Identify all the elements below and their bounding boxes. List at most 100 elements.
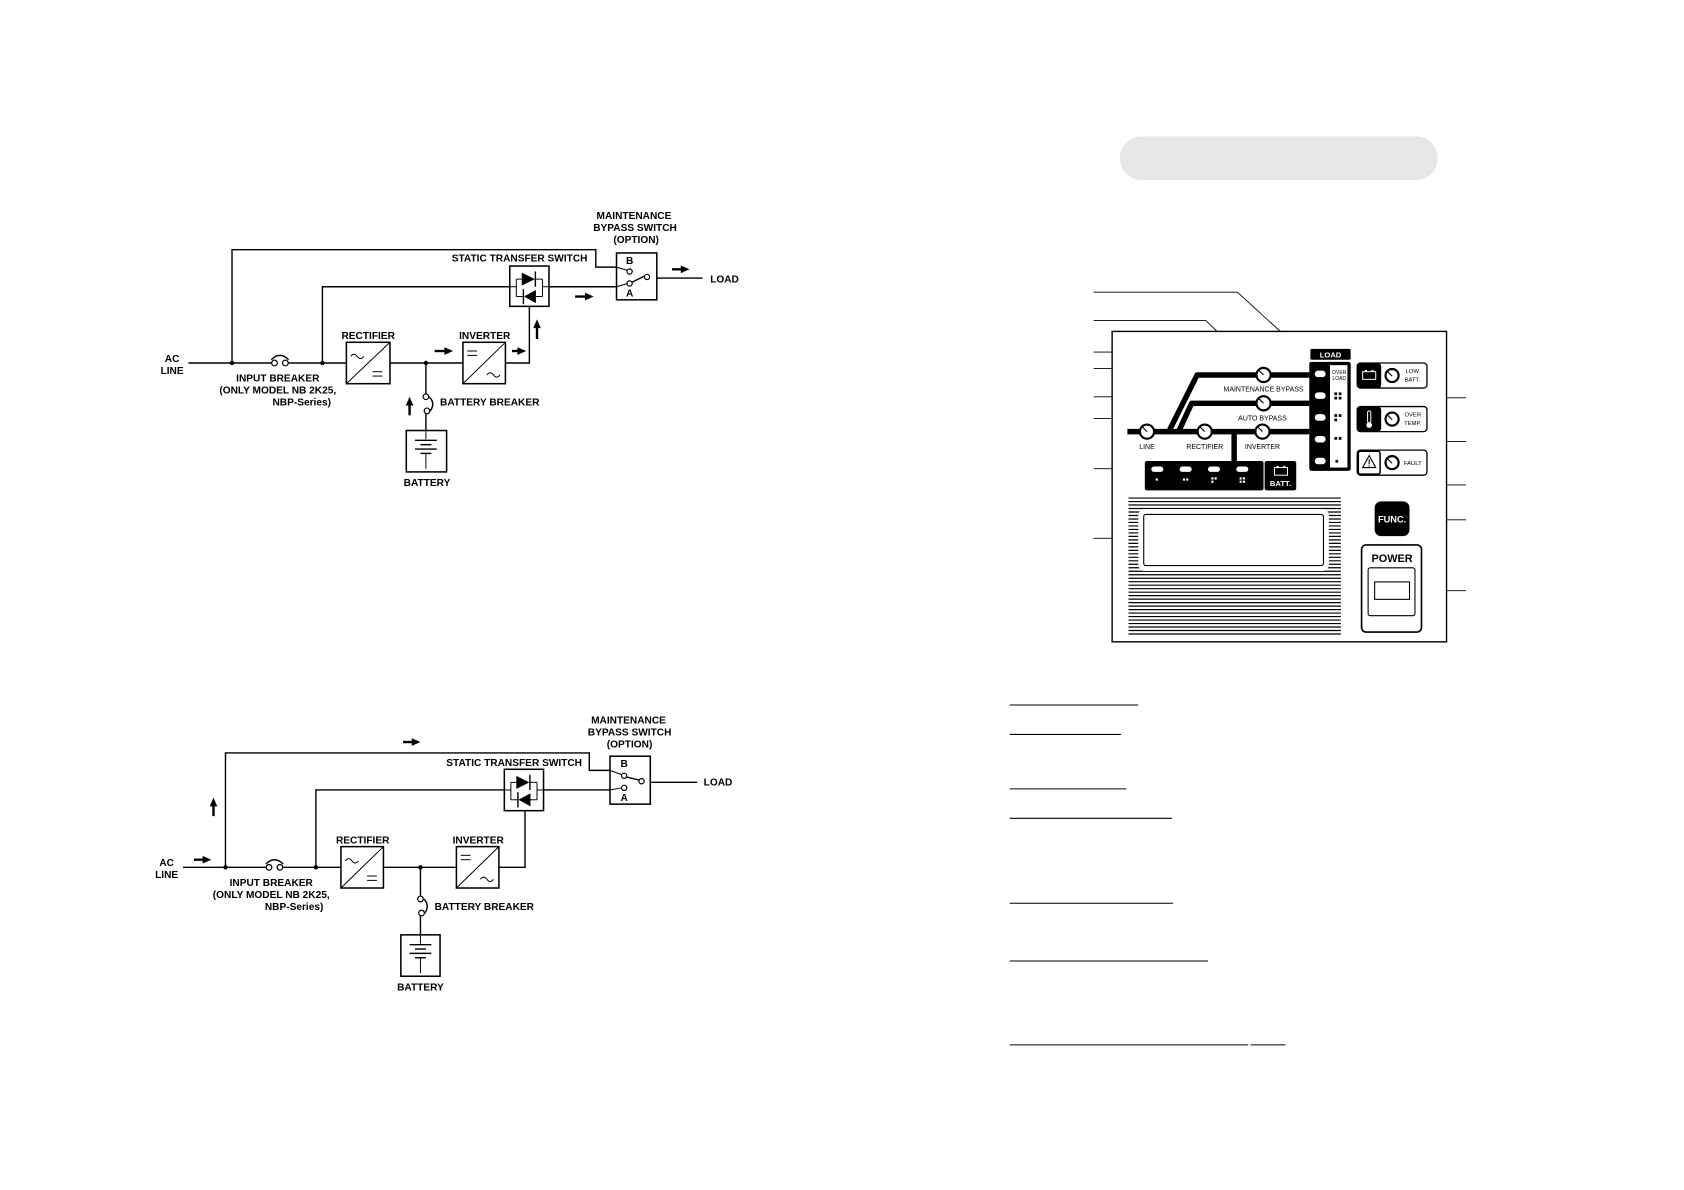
static-switch-input-line xyxy=(315,789,505,868)
ac-line-label: LINE xyxy=(155,870,178,881)
battery-icon xyxy=(1362,370,1377,380)
batt-indicator: BATT. xyxy=(1264,461,1297,491)
battery-breaker-symbol xyxy=(422,393,434,415)
junction-dot xyxy=(418,865,423,870)
flow-arrow xyxy=(575,292,594,301)
flow-arrow xyxy=(403,738,421,746)
inverter-output-line xyxy=(498,810,526,869)
flow-arrow xyxy=(434,347,454,355)
rectifier-label: RECTIFIER xyxy=(336,835,390,846)
junction-dot xyxy=(423,360,429,366)
level-dots xyxy=(1334,392,1342,463)
flow-arrow xyxy=(533,319,541,340)
static-transfer-switch-box xyxy=(503,768,545,812)
line-led xyxy=(1138,423,1156,440)
static-switch-input-line xyxy=(321,286,510,363)
battery-box xyxy=(400,934,441,978)
low-batt-indicator: LOW BATT. xyxy=(1356,362,1428,389)
battery-level-led xyxy=(1179,466,1192,472)
power-switch: POWER xyxy=(1360,544,1423,633)
maintenance-bypass-switch-label: BYPASS SWITCH xyxy=(588,728,672,739)
input-breaker-label: INPUT BREAKER xyxy=(236,374,320,385)
underline-rules xyxy=(1009,704,1286,1046)
ac-line-label: LINE xyxy=(161,366,184,377)
auto-bypass-led xyxy=(1255,395,1272,412)
flow-arrow xyxy=(193,855,212,864)
inverter-box xyxy=(455,845,500,889)
low-batt-label: LOW xyxy=(1406,369,1420,375)
input-breaker-symbol xyxy=(270,354,290,367)
battery-breaker-label: BATTERY BREAKER xyxy=(440,397,540,408)
maintenance-bypass-switch-label: MAINTENANCE xyxy=(591,716,666,727)
junction-dot xyxy=(229,360,235,366)
power-label: POWER xyxy=(1372,553,1413,565)
rectifier-label: RECTIFIER xyxy=(341,331,395,342)
load-level-led xyxy=(1314,392,1326,399)
fault-label: FAULT xyxy=(1404,461,1422,467)
battery-level-led xyxy=(1207,466,1220,472)
ups-front-panel: MAINTENANCE BYPASS AUTO BYPASS LINE RECT… xyxy=(1111,330,1448,643)
load-level-led xyxy=(1314,435,1326,443)
fault-led xyxy=(1384,455,1400,471)
junction-dot xyxy=(320,360,325,366)
battery-box xyxy=(405,429,448,473)
flow-arrow xyxy=(511,347,527,355)
low-batt-led xyxy=(1384,367,1400,384)
rectifier-box xyxy=(345,341,391,385)
bypass-line xyxy=(231,248,617,363)
rectifier-led xyxy=(1196,423,1213,440)
load-level-led xyxy=(1314,370,1326,378)
low-batt-label: BATT. xyxy=(1404,378,1420,384)
switch-a-label: A xyxy=(620,793,628,804)
maintenance-bypass-label: MAINTENANCE BYPASS xyxy=(1224,386,1304,393)
static-transfer-switch-label: STATIC TRANSFER SWITCH xyxy=(452,254,588,265)
flow-arrow xyxy=(672,265,690,274)
inverter-box xyxy=(462,341,507,385)
over-load-label: LOAD xyxy=(1332,376,1346,382)
load-level-led xyxy=(1314,457,1326,465)
battery-label: BATTERY xyxy=(404,478,451,489)
over-temp-led xyxy=(1384,411,1400,427)
thermometer-icon xyxy=(1366,410,1373,428)
lcd-display xyxy=(1143,513,1324,567)
battery-level-bar xyxy=(1144,461,1264,491)
ac-line-label: AC xyxy=(159,858,174,869)
over-load-label: OVER xyxy=(1332,370,1347,376)
input-breaker-symbol xyxy=(265,858,284,871)
switch-b-label: B xyxy=(620,759,627,770)
warning-icon xyxy=(1361,454,1377,469)
level-dots xyxy=(1155,477,1246,483)
section-title-bar xyxy=(1119,136,1438,180)
inverter-label: INVERTER xyxy=(453,835,505,846)
inverter-led xyxy=(1254,423,1271,440)
ac-line-label: AC xyxy=(165,354,180,365)
battery-breaker-label: BATTERY BREAKER xyxy=(435,902,535,913)
static-transfer-switch-label: STATIC TRANSFER SWITCH xyxy=(446,758,582,769)
load-level-column: LOAD OVER LOAD xyxy=(1309,348,1351,471)
over-temp-label: OVER xyxy=(1404,412,1421,418)
load-level-led xyxy=(1314,414,1326,421)
input-breaker-label: NBP-Series) xyxy=(272,397,331,408)
func-label: FUNC. xyxy=(1378,515,1406,525)
battery-label: BATTERY xyxy=(397,982,444,993)
junction-dot xyxy=(223,865,228,870)
over-temp-indicator: OVER TEMP. xyxy=(1356,405,1428,433)
maintenance-bypass-switch-label: (OPTION) xyxy=(607,739,653,750)
inverter-output-line xyxy=(505,306,531,364)
power-rocker xyxy=(1374,581,1411,600)
load-label: LOAD xyxy=(1320,351,1342,360)
flow-arrow xyxy=(405,396,414,416)
rectifier-box xyxy=(340,845,385,889)
rectifier-label: RECTIFIER xyxy=(1186,444,1223,451)
static-transfer-switch-box xyxy=(509,265,550,308)
fault-indicator: FAULT xyxy=(1356,449,1428,476)
auto-bypass-label: AUTO BYPASS xyxy=(1238,416,1287,423)
load-label: LOAD xyxy=(710,274,739,285)
line-label: LINE xyxy=(1139,444,1155,451)
inverter-label: INVERTER xyxy=(459,331,511,342)
battery-breaker-symbol xyxy=(417,895,428,917)
battery-icon xyxy=(1273,465,1288,476)
input-breaker-label: NBP-Series) xyxy=(265,902,324,913)
maintenance-bypass-switch-box: B A xyxy=(609,755,652,805)
